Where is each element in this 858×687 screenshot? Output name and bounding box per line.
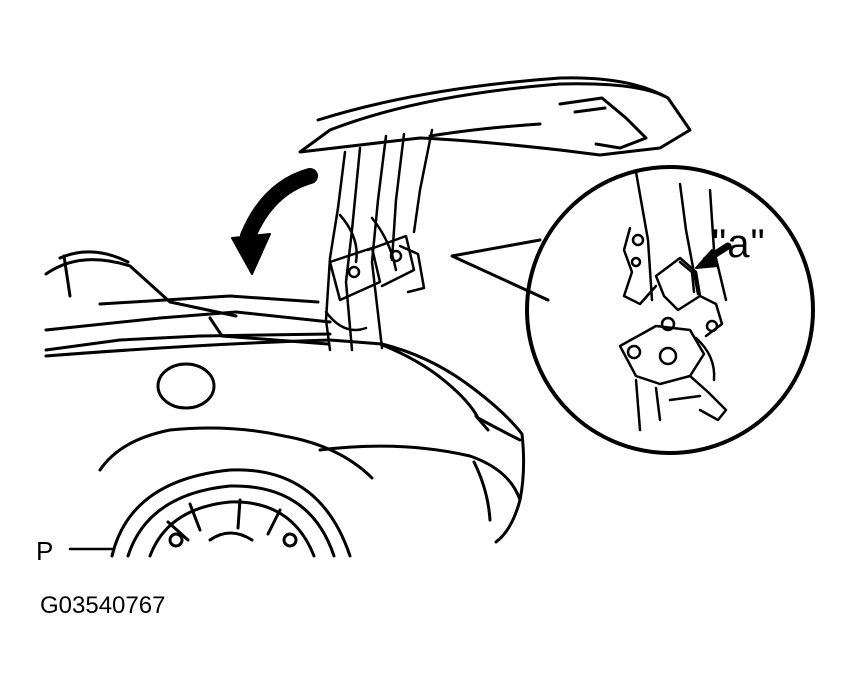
detail-magnifier-circle [525,165,815,455]
wheel [110,468,352,558]
folded-top [44,250,332,352]
car-body [44,338,526,544]
pointer-label-p: P [36,536,54,566]
hinge-linkage [324,128,434,352]
detail-hinge [618,170,728,432]
callout-pointer [450,238,550,302]
curved-arrow-icon [231,168,318,275]
bolt-arrow-icon [695,242,732,269]
figure-id: G03540767 [40,592,166,619]
trunk-lid [298,76,692,157]
callout-label-a: "a" [712,222,766,266]
